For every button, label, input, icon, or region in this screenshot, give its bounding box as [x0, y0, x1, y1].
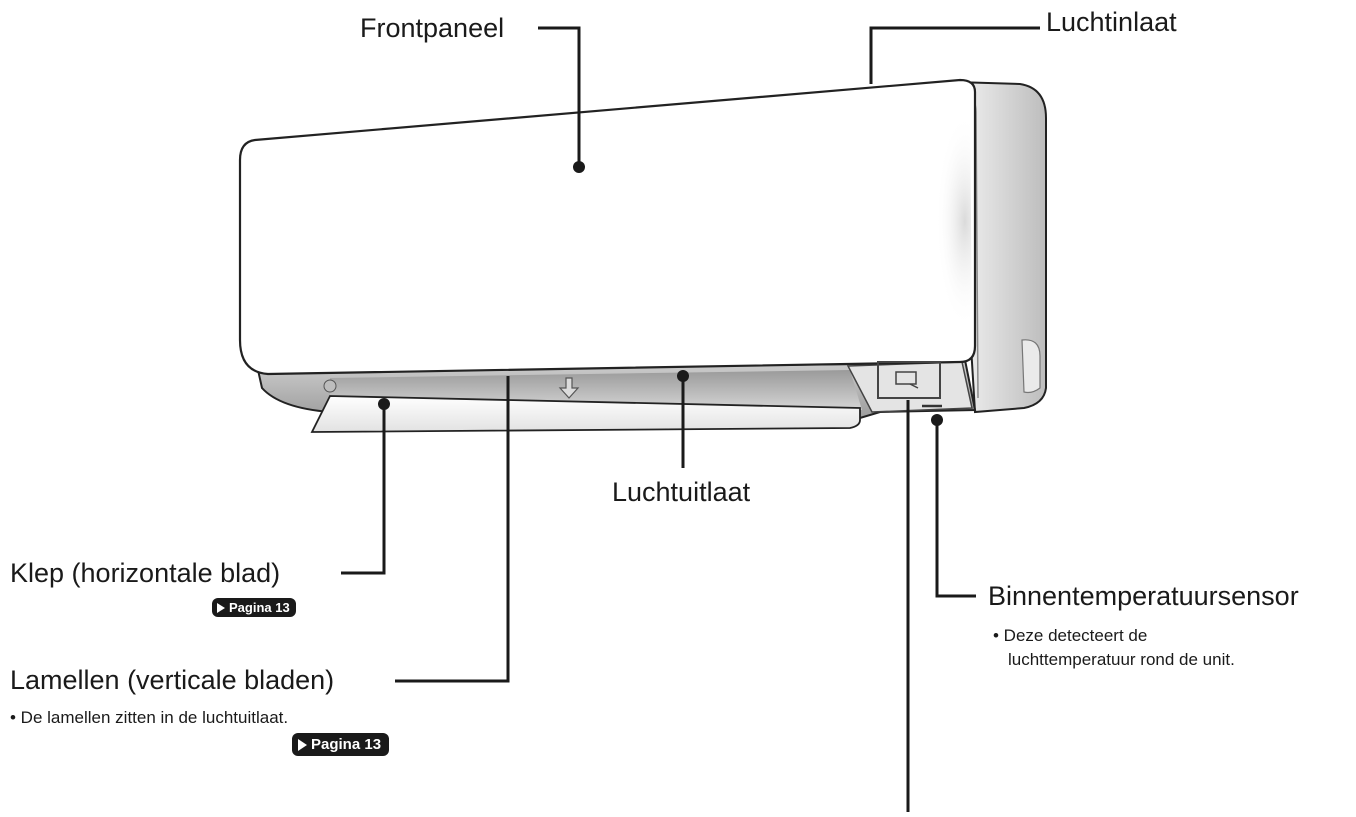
label-frontpaneel: Frontpaneel: [360, 13, 505, 43]
label-lamellen: Lamellen (verticale bladen): [10, 665, 335, 695]
label-binnentemperatuursensor: Binnentemperatuursensor: [988, 581, 1299, 611]
sensor-display-icon-stand: [909, 383, 919, 389]
label-klep: Klep (horizontale blad): [10, 558, 281, 588]
leader-dots: [378, 161, 943, 426]
sensor-display-icon: [895, 371, 917, 385]
note-lamellen: • De lamellen zitten in de luchtuitlaat.: [10, 708, 289, 727]
dot-binnentemperatuursensor: [931, 414, 943, 426]
badge-klep-page[interactable]: Pagina 13: [212, 598, 296, 617]
badge-lamellen-page-text: Pagina 13: [311, 736, 382, 753]
note-sensor-line2: luchttemperatuur rond de unit.: [1008, 650, 1235, 669]
leader-lines: [341, 26, 1040, 812]
leader-lamellen: [395, 376, 510, 683]
dot-klep: [378, 398, 390, 410]
louver-arrow-mark: [558, 377, 580, 399]
sensor-display-box: [877, 361, 941, 399]
leader-klep: [341, 406, 386, 575]
leader-luchtinlaat: [869, 26, 1040, 84]
dot-frontpaneel: [573, 161, 585, 173]
dot-luchtuitlaat: [677, 370, 689, 382]
front-panel: [238, 78, 977, 376]
badge-klep-page-text: Pagina 13: [229, 600, 290, 615]
front-panel-shading: [900, 86, 972, 356]
label-luchtinlaat: Luchtinlaat: [1046, 7, 1177, 37]
horizontal-flap: [310, 395, 861, 433]
play-triangle-icon: [217, 602, 225, 613]
badge-lamellen-page[interactable]: Pagina 13: [292, 733, 390, 756]
play-triangle-icon: [298, 738, 307, 751]
note-sensor-line1: • Deze detecteert de: [993, 626, 1148, 645]
leader-binnentemperatuursensor: [935, 420, 976, 598]
outlet-screw: [323, 379, 337, 393]
leader-frontpaneel: [538, 26, 581, 165]
unit-side-detail: [1021, 339, 1041, 394]
label-luchtuitlaat: Luchtuitlaat: [612, 477, 751, 507]
